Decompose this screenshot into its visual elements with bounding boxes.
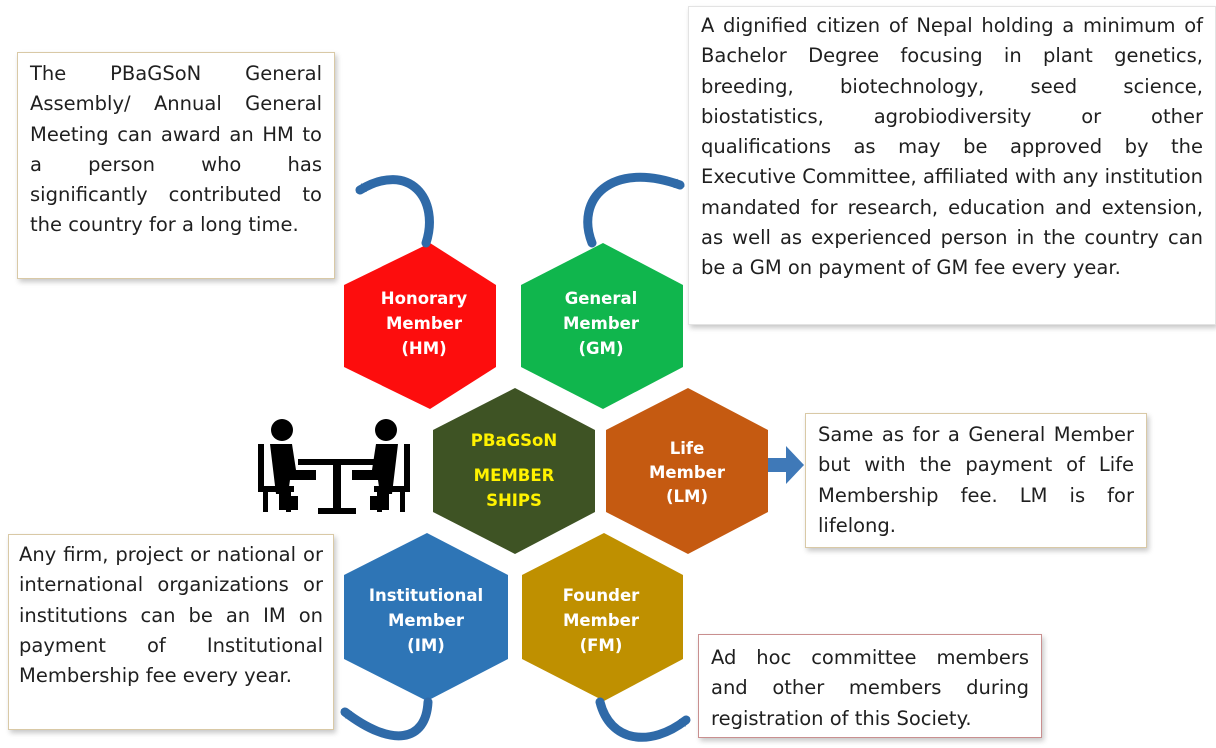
hexagon-institutional-member: Institutional Member (IM)	[344, 533, 508, 701]
right-arrow-icon	[768, 446, 804, 484]
hm-hexagon-shape	[344, 243, 496, 409]
curved-arrow-icon-gm	[583, 172, 685, 248]
im-label-line2: Member	[388, 611, 465, 630]
lm-label-line2: Member	[649, 463, 726, 482]
lm-label-line3: (LM)	[666, 487, 708, 506]
hexagon-founder-member: Founder Member (FM)	[522, 533, 683, 701]
hm-label-line3: (HM)	[401, 339, 446, 358]
curved-arrow-icon-im	[340, 697, 433, 741]
hexagon-general-member: General Member (GM)	[521, 243, 683, 409]
gm-hexagon-shape	[521, 243, 683, 409]
fm-label-line3: (FM)	[580, 636, 623, 655]
center-hexagon-shape	[433, 388, 595, 554]
hexagon-life-member: Life Member (LM)	[606, 388, 768, 554]
hm-label-line2: Member	[386, 314, 463, 333]
institutional-member-description: Any firm, project or national or interna…	[8, 534, 334, 730]
fm-label-line2: Member	[563, 611, 640, 630]
im-label-line1: Institutional	[369, 586, 483, 605]
gm-label-line1: General	[565, 289, 638, 308]
hexagon-center-memberships: PBaGSoN MEMBER SHIPS	[433, 388, 595, 554]
hexagon-honorary-member: Honorary Member (HM)	[344, 243, 496, 409]
center-label-line3: SHIPS	[486, 491, 542, 510]
gm-label-line2: Member	[563, 314, 640, 333]
fm-label-line1: Founder	[563, 586, 640, 605]
honorary-member-description: The PBaGSoN General Assembly/ Annual Gen…	[17, 52, 335, 279]
lm-label-line1: Life	[670, 439, 705, 458]
curved-arrow-icon-fm	[595, 697, 691, 742]
im-hexagon-shape	[344, 533, 508, 701]
general-member-description: A dignified citizen of Nepal holding a m…	[688, 6, 1216, 325]
fm-hexagon-shape	[522, 533, 683, 701]
im-label-line3: (IM)	[407, 636, 445, 655]
life-member-description: Same as for a General Member but with th…	[805, 413, 1147, 548]
center-label-line2: MEMBER	[474, 466, 555, 485]
center-label-line1: PBaGSoN	[471, 431, 557, 450]
curved-arrow-icon-hm	[355, 175, 434, 248]
meeting-icon	[258, 419, 410, 514]
founder-member-description: Ad hoc committee members and other membe…	[698, 634, 1042, 738]
lm-hexagon-shape	[606, 388, 768, 554]
hm-label-line1: Honorary	[381, 289, 468, 308]
gm-label-line3: (GM)	[578, 339, 623, 358]
